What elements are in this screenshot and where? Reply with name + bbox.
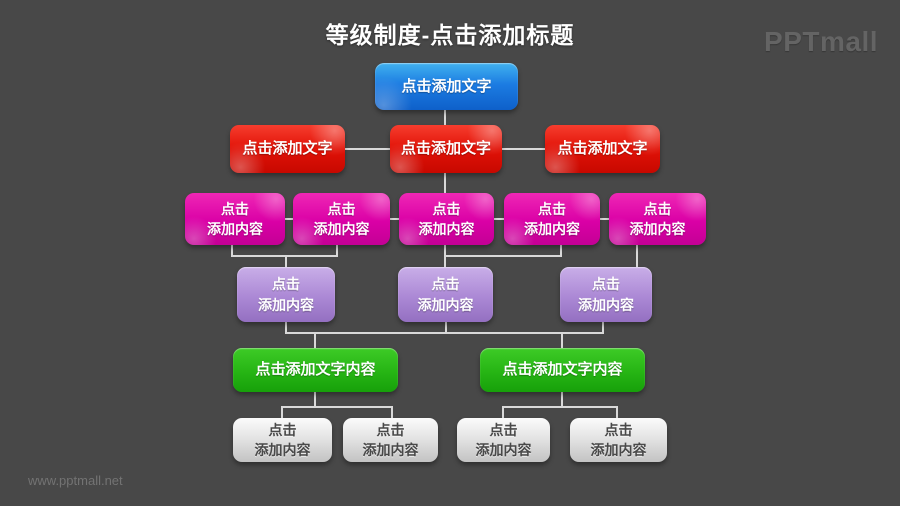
connector-line xyxy=(285,322,287,334)
connector-line xyxy=(502,148,545,150)
connector-line xyxy=(281,406,393,408)
connector-line xyxy=(345,148,390,150)
org-node-level6-2[interactable]: 点击 添加内容 xyxy=(343,418,438,462)
connector-line xyxy=(502,406,618,408)
org-node-level2-1[interactable]: 点击添加文字 xyxy=(230,125,345,173)
org-node-level5-1[interactable]: 点击添加文字内容 xyxy=(233,348,398,392)
org-node-level6-3[interactable]: 点击 添加内容 xyxy=(457,418,550,462)
connector-line xyxy=(390,218,399,220)
connector-line xyxy=(314,392,316,408)
connector-line xyxy=(391,406,393,418)
connector-line xyxy=(561,332,563,348)
org-node-level2-2[interactable]: 点击添加文字 xyxy=(390,125,502,173)
org-node-level5-2[interactable]: 点击添加文字内容 xyxy=(480,348,645,392)
connector-line xyxy=(314,332,316,348)
connector-line xyxy=(285,332,604,334)
connector-line xyxy=(444,110,446,125)
connector-line xyxy=(285,255,287,267)
connector-line xyxy=(602,322,604,334)
connector-line xyxy=(560,245,562,257)
org-node-level3-5[interactable]: 点击 添加内容 xyxy=(609,193,706,245)
watermark-url: www.pptmall.net xyxy=(28,473,123,488)
connector-line xyxy=(445,322,447,334)
org-node-level3-3[interactable]: 点击 添加内容 xyxy=(399,193,494,245)
org-node-level4-3[interactable]: 点击 添加内容 xyxy=(560,267,652,322)
connector-line xyxy=(494,218,504,220)
connector-line xyxy=(285,218,293,220)
connector-line xyxy=(231,255,338,257)
org-node-level6-1[interactable]: 点击 添加内容 xyxy=(233,418,332,462)
connector-line xyxy=(616,406,618,418)
org-node-level6-4[interactable]: 点击 添加内容 xyxy=(570,418,667,462)
org-node-level4-2[interactable]: 点击 添加内容 xyxy=(398,267,493,322)
connector-line xyxy=(231,245,233,257)
connector-line xyxy=(444,173,446,193)
connector-line xyxy=(561,392,563,408)
slide-title: 等级制度-点击添加标题 xyxy=(325,22,575,48)
connector-line xyxy=(281,406,283,418)
pptmall-logo: PPTmall xyxy=(764,26,878,57)
org-node-level1-1[interactable]: 点击添加文字 xyxy=(375,63,518,110)
connector-line xyxy=(600,218,609,220)
org-node-level3-1[interactable]: 点击 添加内容 xyxy=(185,193,285,245)
connector-line xyxy=(336,245,338,257)
org-node-level4-1[interactable]: 点击 添加内容 xyxy=(237,267,335,322)
connector-line xyxy=(502,406,504,418)
connector-line xyxy=(444,255,562,257)
connector-line xyxy=(636,245,638,267)
org-node-level3-2[interactable]: 点击 添加内容 xyxy=(293,193,390,245)
org-node-level3-4[interactable]: 点击 添加内容 xyxy=(504,193,600,245)
org-node-level2-3[interactable]: 点击添加文字 xyxy=(545,125,660,173)
